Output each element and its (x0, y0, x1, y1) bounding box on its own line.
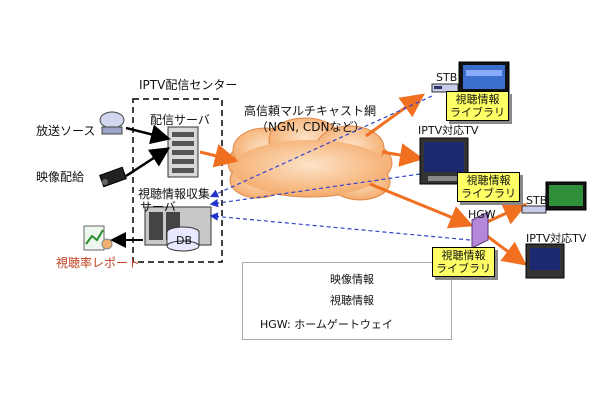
library-tag-line2: ライブラリ (461, 187, 516, 200)
tv-top-icon (458, 61, 510, 95)
legend-video-info: 映像情報 (330, 273, 374, 286)
broadcast-source-icon (99, 111, 125, 135)
network-label-1: 高信頼マルチキャスト網 (244, 104, 377, 118)
iptv-center-box (132, 98, 223, 263)
stb-top-icon (431, 83, 459, 93)
iptv-tv-right-label: IPTV対応TV (526, 232, 587, 245)
iptv-tv-mid-label: IPTV対応TV (418, 124, 479, 137)
collection-server-label-1: 視聴情報収集 (138, 187, 211, 201)
collection-server (144, 206, 212, 252)
delivery-server (167, 126, 199, 178)
library-tag-tv-mid: 視聴情報 ライブラリ (457, 172, 520, 202)
library-tag-line1: 視聴情報 (455, 93, 500, 106)
network-label-2: （NGN, CDNなど） (256, 120, 366, 134)
iptv-center-title: IPTV配信センター (139, 78, 238, 92)
stb-top-label: STB (436, 71, 458, 84)
delivery-server-label: 配信サーバ (150, 113, 210, 127)
legend-box (242, 262, 452, 340)
hgw-label: HGW (468, 208, 496, 221)
network-cloud (227, 117, 393, 201)
ratings-report-icon (83, 225, 113, 251)
iptv-tv-right-icon (525, 243, 565, 279)
video-distribution-icon (99, 166, 127, 188)
collection-server-label-2: サーバ (140, 200, 176, 214)
legend-viewing-info: 視聴情報 (330, 294, 374, 307)
video-distribution-label: 映像配給 (36, 170, 85, 184)
library-tag-hgw: 視聴情報 ライブラリ (432, 247, 495, 277)
library-tag-line2: ライブラリ (436, 262, 491, 275)
library-tag-line1: 視聴情報 (441, 249, 486, 262)
stb-right-icon (521, 205, 547, 214)
db-label: DB (176, 234, 193, 247)
hgw-icon (471, 211, 489, 249)
ratings-report-label: 視聴率レポート (56, 256, 141, 270)
library-tag-line2: ライブラリ (450, 106, 505, 119)
library-tag-stb-top: 視聴情報 ライブラリ (446, 91, 509, 121)
tv-right-top-icon (545, 181, 587, 211)
broadcast-source-label: 放送ソース (36, 124, 96, 138)
legend-hgw-note: HGW: ホームゲートウェイ (260, 318, 393, 331)
library-tag-line1: 視聴情報 (466, 174, 511, 187)
stb-right-label: STB (526, 194, 548, 207)
